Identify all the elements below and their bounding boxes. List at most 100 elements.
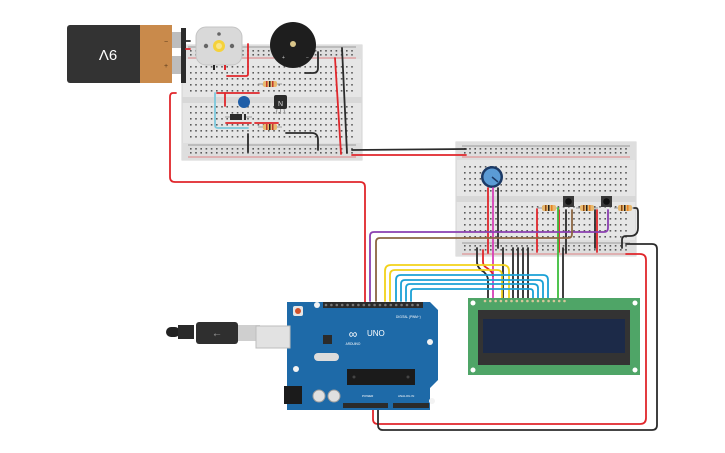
breadboard-hole bbox=[500, 224, 502, 226]
lcd-16x2[interactable] bbox=[468, 298, 640, 375]
header-pin[interactable] bbox=[557, 299, 561, 303]
breadboard-hole bbox=[346, 118, 348, 120]
breadboard-hole bbox=[510, 166, 513, 168]
wire-black[interactable] bbox=[341, 47, 348, 154]
breadboard-hole bbox=[340, 66, 343, 68]
header-pin[interactable] bbox=[346, 303, 349, 307]
header-pin[interactable] bbox=[357, 303, 360, 307]
battery-plus-label: + bbox=[164, 63, 168, 70]
header-pin[interactable] bbox=[494, 299, 497, 303]
wire-blue[interactable] bbox=[410, 288, 534, 302]
wire-black-gnd[interactable] bbox=[377, 243, 658, 431]
breadboard-hole bbox=[205, 118, 208, 120]
header-pin[interactable] bbox=[351, 303, 355, 307]
header-pin[interactable] bbox=[542, 299, 545, 303]
battery-9v[interactable]: 9V − + bbox=[67, 25, 186, 83]
resistor[interactable] bbox=[258, 81, 282, 87]
header-pin[interactable] bbox=[531, 299, 534, 303]
header-pin[interactable] bbox=[483, 299, 487, 303]
header-pin[interactable] bbox=[394, 303, 398, 307]
usb-cable[interactable]: ⭠ bbox=[166, 322, 260, 344]
push-button[interactable] bbox=[563, 196, 574, 207]
breadboard-hole bbox=[273, 148, 275, 150]
breadboard-hole bbox=[479, 224, 482, 226]
header-pin[interactable] bbox=[367, 303, 371, 307]
breadboard-hole bbox=[542, 172, 544, 174]
resistor[interactable] bbox=[258, 124, 282, 130]
header-pin[interactable] bbox=[504, 299, 508, 303]
usb-strain-relief bbox=[178, 325, 194, 339]
header-pin[interactable] bbox=[515, 299, 519, 303]
wire-red[interactable] bbox=[226, 43, 249, 77]
header-pin[interactable] bbox=[489, 299, 492, 303]
header-pin[interactable] bbox=[411, 303, 414, 307]
wire-yellow[interactable] bbox=[389, 269, 503, 302]
wire-blue[interactable] bbox=[395, 274, 549, 302]
wire-black[interactable] bbox=[285, 132, 319, 151]
arduino-uno[interactable]: DIGITAL (PWM~) ∞ ARDUINO UNO POWER ANALO… bbox=[255, 302, 438, 410]
breadboard-hole bbox=[268, 106, 270, 108]
breadboard-right[interactable] bbox=[455, 141, 637, 257]
wire-black-ground-link[interactable] bbox=[351, 148, 467, 151]
header-pin[interactable] bbox=[378, 303, 382, 307]
breadboard-hole bbox=[252, 90, 254, 92]
wire-yellow[interactable] bbox=[384, 264, 510, 302]
capacitor-ceramic[interactable] bbox=[238, 96, 250, 108]
header-pin[interactable] bbox=[499, 299, 503, 303]
breadboard-hole bbox=[526, 212, 528, 214]
breadboard-hole bbox=[620, 236, 622, 238]
wire-blue[interactable] bbox=[400, 279, 544, 302]
header-pin[interactable] bbox=[330, 303, 333, 307]
resistor[interactable] bbox=[614, 205, 636, 211]
header-pin[interactable] bbox=[416, 303, 420, 307]
header-pin[interactable] bbox=[520, 299, 524, 303]
header-pin[interactable] bbox=[335, 303, 339, 307]
wire-red[interactable] bbox=[482, 249, 494, 277]
breadboard-hole bbox=[242, 50, 244, 52]
diode[interactable] bbox=[225, 114, 252, 120]
piezo-buzzer[interactable]: + − bbox=[270, 22, 316, 68]
breadboard-hole bbox=[469, 148, 471, 150]
wire-black[interactable] bbox=[304, 51, 319, 74]
npn-transistor[interactable]: N bbox=[274, 95, 287, 115]
wire-purple[interactable] bbox=[369, 209, 609, 302]
resistor[interactable] bbox=[576, 205, 598, 211]
wire-red[interactable] bbox=[334, 57, 342, 155]
header-pin[interactable] bbox=[384, 303, 387, 307]
header-pin[interactable] bbox=[405, 303, 409, 307]
push-button[interactable] bbox=[601, 196, 612, 207]
resistor[interactable] bbox=[538, 205, 560, 211]
header-pin[interactable] bbox=[362, 303, 366, 307]
wire-blue[interactable] bbox=[405, 283, 539, 302]
breadboard-hole bbox=[578, 178, 580, 180]
dc-motor[interactable] bbox=[195, 26, 243, 70]
breadboard-hole bbox=[340, 130, 343, 132]
header-pin[interactable] bbox=[400, 303, 403, 307]
header-pin[interactable] bbox=[526, 299, 529, 303]
header-pin[interactable] bbox=[324, 303, 328, 307]
wire-red-power-to-arduino[interactable] bbox=[169, 92, 366, 303]
breadboard-hole bbox=[604, 230, 606, 232]
breadboard-hole bbox=[516, 148, 518, 150]
header-pin[interactable] bbox=[510, 299, 513, 303]
header-pin[interactable] bbox=[536, 299, 540, 303]
breadboard-hole bbox=[200, 136, 202, 138]
wire-red-5v[interactable] bbox=[372, 253, 647, 425]
breadboard-hole bbox=[614, 224, 617, 226]
header-pin[interactable] bbox=[340, 303, 344, 307]
potentiometer[interactable] bbox=[481, 166, 503, 188]
wire-cyan[interactable] bbox=[214, 92, 249, 129]
wire-black[interactable] bbox=[621, 207, 639, 249]
wire-brown[interactable] bbox=[375, 209, 573, 302]
header-pin[interactable] bbox=[389, 303, 393, 307]
breadboard-hole bbox=[252, 66, 254, 68]
header-pin[interactable] bbox=[547, 299, 550, 303]
breadboard-hole bbox=[242, 136, 244, 138]
header-pin[interactable] bbox=[373, 303, 376, 307]
breadboard-hole bbox=[340, 112, 343, 114]
reset-button[interactable] bbox=[295, 308, 301, 314]
breadboard-hole bbox=[299, 78, 301, 80]
breadboard-hole bbox=[599, 178, 601, 180]
header-pin[interactable] bbox=[552, 299, 556, 303]
header-pin[interactable] bbox=[563, 299, 566, 303]
